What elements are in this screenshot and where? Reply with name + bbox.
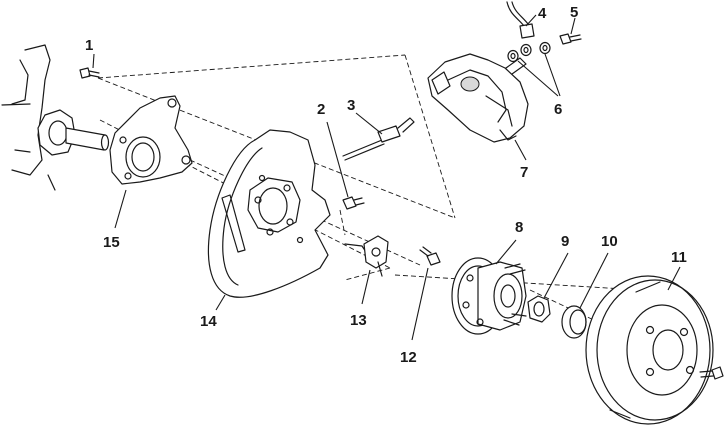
wheel-speed-sensor	[344, 235, 389, 277]
hub-nut	[527, 295, 551, 323]
callout-11: 11	[671, 249, 687, 266]
callout-13: 13	[350, 312, 367, 329]
brake-caliper	[427, 53, 529, 143]
callout-10: 10	[601, 233, 618, 250]
callout-2: 2	[317, 101, 325, 118]
callout-leader-5	[570, 17, 576, 35]
callout-leader-3	[355, 112, 383, 135]
callout-leader-11	[667, 266, 681, 291]
callout-7: 7	[520, 164, 528, 181]
brake-disc	[585, 275, 714, 425]
callout-leader-9	[543, 252, 569, 299]
brake-hose	[506, 1, 535, 39]
callout-5: 5	[570, 4, 578, 21]
wheel-hub-bearing	[451, 257, 527, 335]
disc-retaining-screw	[699, 366, 724, 380]
callout-leader-2	[326, 121, 349, 198]
callout-leader-6	[517, 53, 561, 97]
callout-4: 4	[538, 5, 547, 22]
callout-leader-14	[215, 294, 226, 311]
sensor-bolt	[342, 196, 365, 210]
caliper-support-bracket	[109, 95, 193, 185]
callout-6: 6	[554, 101, 562, 118]
callout-12: 12	[400, 349, 417, 366]
callout-1: 1	[85, 37, 93, 54]
callout-3: 3	[347, 97, 355, 114]
sealing-washers	[507, 41, 551, 63]
bolt	[79, 67, 100, 79]
banjo-bolt	[559, 33, 582, 45]
brake-dust-shield	[207, 129, 331, 298]
callout-leader-4	[525, 14, 537, 27]
callout-15: 15	[103, 234, 120, 251]
callout-leader-1	[92, 53, 95, 69]
callout-leader-13	[361, 269, 371, 305]
steering-knuckle	[1, 44, 110, 191]
callout-8: 8	[515, 219, 523, 236]
wheel-speed-sensor-cable	[342, 117, 415, 161]
hub-bolt	[419, 246, 441, 266]
callout-leader-12	[411, 267, 429, 341]
callout-leader-10	[579, 252, 609, 309]
callout-leader-8	[495, 239, 517, 265]
dust-cap	[561, 305, 587, 339]
callout-leader-7	[514, 139, 527, 161]
callout-14: 14	[200, 313, 217, 330]
callout-leader-15	[114, 189, 127, 229]
callout-9: 9	[561, 233, 569, 250]
